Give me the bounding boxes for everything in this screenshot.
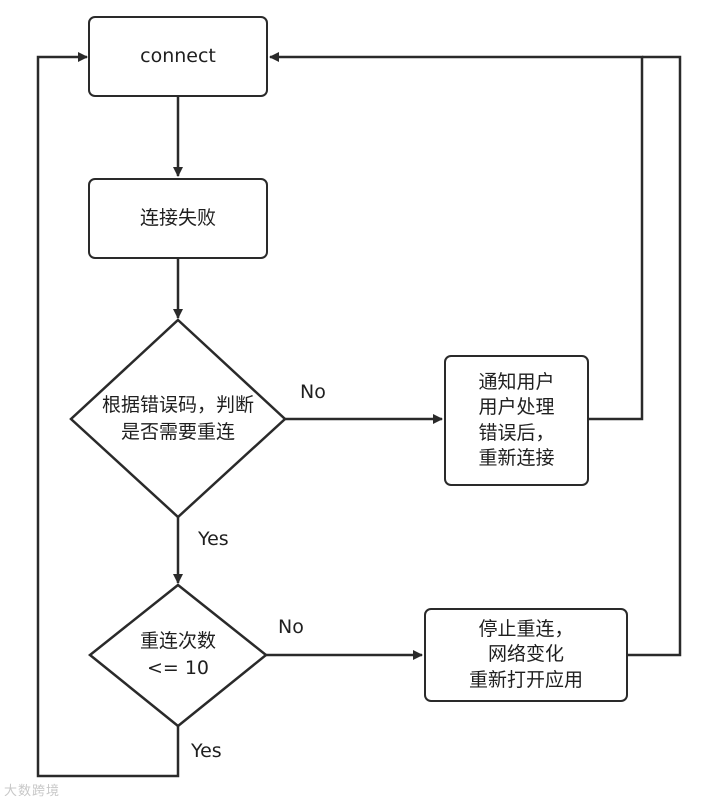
node-connect: connect: [88, 16, 268, 97]
node-connect-fail: 连接失败: [88, 178, 268, 259]
edge-label-judge-no: No: [300, 381, 326, 403]
decision-judge-line: 根据错误码，判断: [101, 394, 254, 417]
node-notify-line: 重新连接: [478, 446, 555, 469]
decision-judge: 根据错误码，判断 是否需要重连: [71, 370, 285, 468]
decision-judge-line: 是否需要重连: [120, 421, 235, 443]
node-stop-line: 网络变化: [487, 643, 564, 666]
edge-count-to-connect: [36, 52, 180, 778]
watermark: 大数跨境: [4, 784, 61, 799]
edge-label-count-yes: Yes: [191, 740, 222, 762]
node-notify-line: 用户处理: [478, 396, 555, 419]
edge-notify-to-connect: [269, 52, 644, 421]
decision-count-shape: [88, 583, 268, 728]
node-fail-label: 连接失败: [139, 207, 216, 230]
node-stop-line: 重新打开应用: [468, 668, 583, 691]
edge-label-judge-yes: Yes: [198, 528, 229, 550]
node-notify-line: 通知用户: [478, 371, 555, 394]
node-connect-label: connect: [140, 45, 216, 68]
node-stop-reconnect: 停止重连， 网络变化 重新打开应用: [424, 608, 628, 702]
node-notify-user: 通知用户 用户处理 错误后， 重新连接: [444, 355, 589, 486]
decision-count-line: <= 10: [146, 657, 210, 679]
decision-judge-shape: [69, 318, 287, 519]
edge-label-count-no: No: [278, 616, 304, 638]
node-notify-line: 错误后，: [478, 421, 555, 444]
node-stop-line: 停止重连，: [478, 618, 574, 641]
decision-count: 重连次数 <= 10: [90, 615, 266, 695]
edge-stop-to-connect: [628, 55, 682, 657]
decision-count-line: 重连次数: [139, 630, 216, 653]
